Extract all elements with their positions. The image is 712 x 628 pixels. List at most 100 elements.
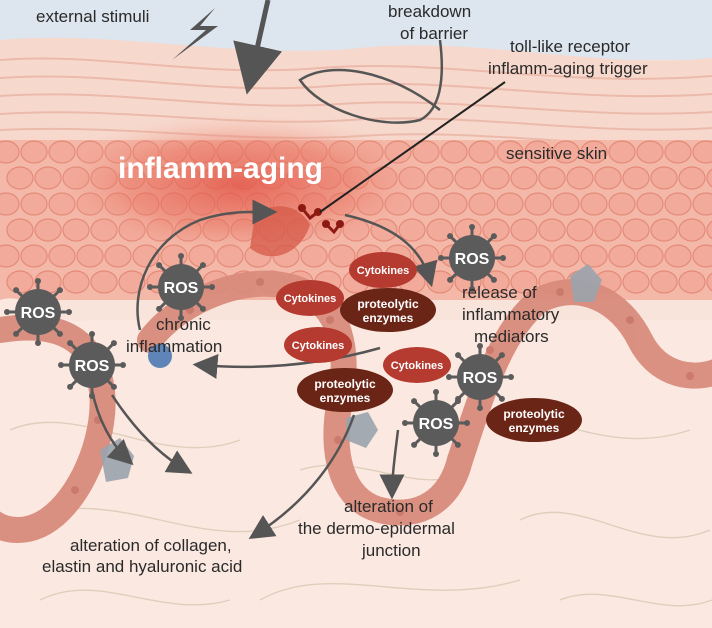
ros-label: ROS [455, 251, 490, 268]
cytokines-label: Cytokines [292, 340, 345, 352]
process-arrows [90, 199, 438, 540]
epidermis-cell [538, 166, 566, 190]
release-mediators-label-3: mediators [474, 327, 549, 346]
ros-icon: ROS [147, 253, 215, 321]
epidermis-cell [0, 192, 20, 216]
epidermis-cell [0, 140, 20, 164]
collagen-alteration-label-1: alteration of collagen, [70, 536, 232, 555]
epidermis-cell [650, 166, 678, 190]
ros-label: ROS [75, 358, 110, 375]
epidermis-cell [440, 192, 468, 216]
dej-alteration-label-3: junction [361, 541, 421, 560]
tlr-leader-line [319, 81, 506, 213]
epidermis-cell [678, 218, 706, 242]
epidermis-cell [636, 140, 664, 164]
dej-alteration-label-2: the dermo-epidermal [298, 519, 455, 538]
epidermis-cell [412, 140, 440, 164]
collagen-alteration-label-2: elastin and hyaluronic acid [42, 557, 242, 576]
epidermis-cell [440, 140, 468, 164]
ros-icon: ROS [438, 224, 506, 292]
ros-icon: ROS [4, 278, 72, 346]
epidermis-cell [6, 218, 34, 242]
ros-label: ROS [463, 370, 498, 387]
epidermis-cell [608, 192, 636, 216]
tlr-label-2: inflamm-aging trigger [488, 59, 648, 78]
epidermis-cell [524, 192, 552, 216]
epidermis-cell [608, 244, 636, 268]
enzymes-label-1: proteolytic [357, 297, 419, 311]
epidermis-cell [692, 192, 712, 216]
epidermis-cell [580, 244, 608, 268]
epidermis-cell [566, 218, 594, 242]
enzymes-label-2: enzymes [509, 421, 560, 435]
epidermis-cell [692, 244, 712, 268]
external-stimuli-label: external stimuli [36, 7, 149, 26]
enzymes-label-1: proteolytic [503, 407, 565, 421]
epidermis-cell [20, 192, 48, 216]
epidermis-cell [482, 218, 510, 242]
cytokines-label: Cytokines [284, 293, 337, 305]
epidermis-cell [552, 244, 580, 268]
epidermis-cell [496, 192, 524, 216]
epidermis-cell [426, 218, 454, 242]
epidermis-cell [398, 218, 426, 242]
epidermis-cell [104, 244, 132, 268]
tlr-label-1: toll-like receptor [510, 37, 630, 56]
epidermis-cell [622, 218, 650, 242]
epidermis-cell [426, 166, 454, 190]
epidermis-cell [76, 244, 104, 268]
chronic-inflammation-label-2: inflammation [126, 337, 222, 356]
mediator-pills: CytokinesCytokinesCytokinesCytokinesprot… [276, 252, 582, 442]
epidermis-cell [636, 192, 664, 216]
epidermis-cell [328, 244, 356, 268]
epidermis-cell [706, 168, 712, 188]
ros-label: ROS [164, 280, 199, 297]
sensitive-skin-label: sensitive skin [506, 144, 607, 163]
epidermis-cell [468, 140, 496, 164]
ros-label: ROS [21, 305, 56, 322]
epidermis-cell [538, 218, 566, 242]
immune-cell [148, 344, 172, 368]
epidermis-cell [118, 270, 146, 294]
epidermis-cell [692, 140, 712, 164]
epidermis-cell [524, 140, 552, 164]
epidermis-cell [706, 272, 712, 292]
cytokines-pill: Cytokines [383, 347, 451, 383]
epidermis-cell [48, 244, 76, 268]
barrier-breakdown-label-1: breakdown [388, 2, 471, 21]
cytokines-pill: Cytokines [349, 252, 417, 288]
epidermis-cell [20, 244, 48, 268]
epidermis-cell [454, 166, 482, 190]
epidermis-cell [650, 218, 678, 242]
epidermis-cell [468, 192, 496, 216]
epidermis-cell [678, 166, 706, 190]
epidermis-cell [706, 220, 712, 240]
ros-icon: ROS [446, 343, 514, 411]
epidermis-cell [664, 244, 692, 268]
ros-icon: ROS [58, 331, 126, 399]
release-mediators-label-2: inflammatory [462, 305, 560, 324]
epidermis-cell [608, 140, 636, 164]
barrier-breakdown-label-2: of barrier [400, 24, 468, 43]
toll-like-receptor-heads [298, 204, 344, 228]
barrier-breakdown-curve [298, 39, 444, 124]
epidermis-cell [34, 218, 62, 242]
release-mediators-label-1: release of [462, 283, 537, 302]
inflamm-aging-title: inflamm-aging [118, 152, 323, 185]
chronic-inflammation-label-1: chronic [156, 315, 211, 334]
enzymes-label-1: proteolytic [314, 377, 376, 391]
cytokines-pill: Cytokines [284, 327, 352, 363]
enzymes-label-2: enzymes [363, 311, 414, 325]
epidermis-cell [650, 270, 678, 294]
epidermis-cell [566, 166, 594, 190]
dej-alteration-label-1: alteration of [344, 497, 433, 516]
epidermis-cell [580, 140, 608, 164]
epidermis-cell [62, 270, 90, 294]
epidermis-cell [552, 192, 580, 216]
epidermis-cell [510, 218, 538, 242]
epidermis-cell [6, 166, 34, 190]
